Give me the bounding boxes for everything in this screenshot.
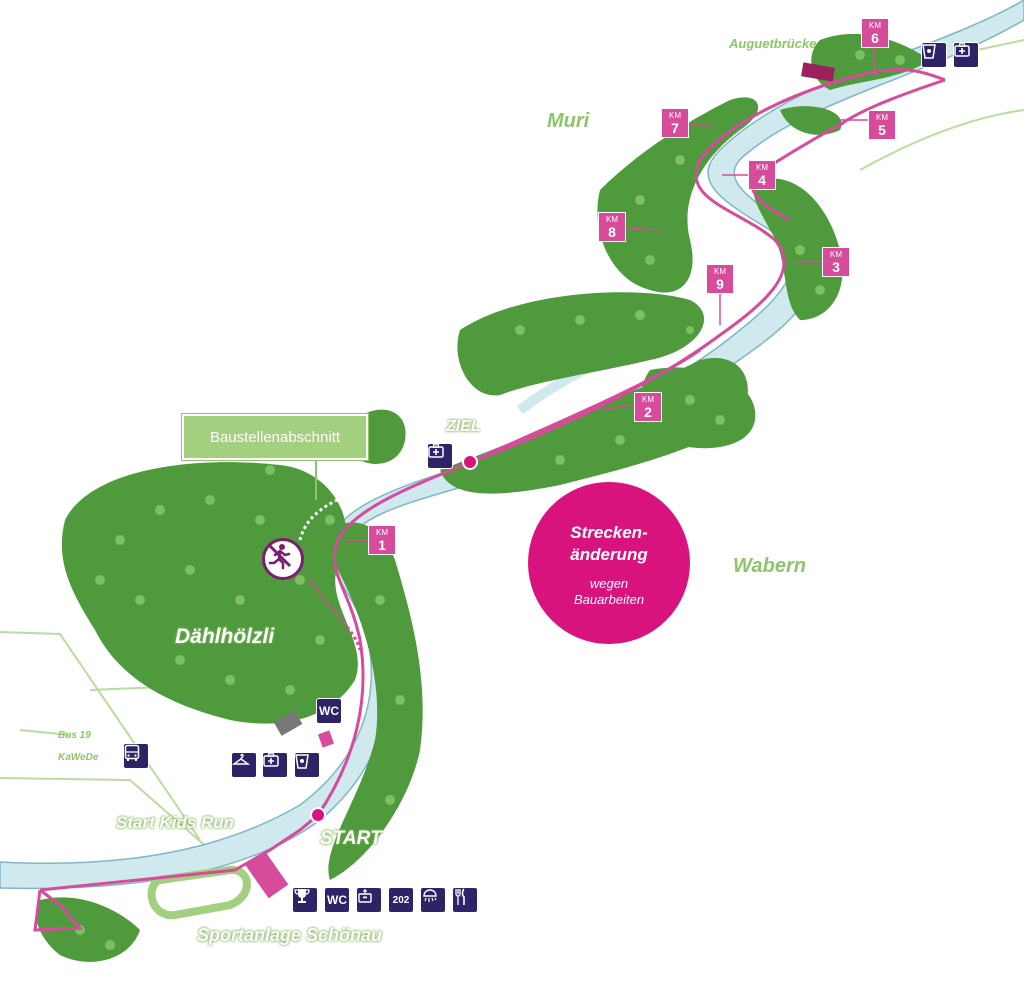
shower-icon[interactable] bbox=[420, 887, 446, 913]
construction-section bbox=[298, 468, 431, 541]
notice-line3: wegen bbox=[589, 576, 629, 591]
first-aid-icon[interactable] bbox=[953, 42, 979, 68]
km-marker-unit: KM bbox=[876, 113, 888, 122]
first-aid-glyph bbox=[428, 444, 444, 458]
drink-cup-icon[interactable] bbox=[921, 42, 947, 68]
label-start: START bbox=[320, 828, 382, 849]
km-connectors bbox=[345, 48, 876, 541]
luggage-icon[interactable] bbox=[356, 887, 382, 913]
hanger-glyph bbox=[232, 753, 250, 765]
km-marker-number: 5 bbox=[878, 122, 886, 138]
luggage-glyph bbox=[358, 889, 372, 903]
cloakroom-icon[interactable] bbox=[231, 752, 257, 778]
first-aid-glyph bbox=[263, 753, 279, 767]
fork-knife-glyph bbox=[455, 888, 465, 905]
construction-callout: Baustellenabschnitt bbox=[182, 414, 368, 460]
km-marker-number: 9 bbox=[716, 276, 724, 292]
construction-section-detour bbox=[308, 579, 362, 651]
tree-texture bbox=[75, 50, 905, 950]
km-marker-number: 1 bbox=[378, 537, 386, 553]
first-aid-glyph bbox=[954, 43, 970, 57]
trophy-icon[interactable] bbox=[292, 887, 318, 913]
room-202-icon[interactable]: 202 bbox=[388, 887, 414, 913]
label-muri: Muri bbox=[547, 110, 590, 132]
km-marker-unit: KM bbox=[714, 267, 726, 276]
buildings bbox=[245, 62, 835, 899]
km-marker-unit: KM bbox=[606, 215, 618, 224]
shower-glyph bbox=[423, 889, 437, 902]
wc-icon[interactable]: WC bbox=[324, 887, 350, 913]
km-marker-number: 2 bbox=[644, 404, 652, 420]
notice-line1: Strecken- bbox=[570, 523, 648, 542]
cup-glyph bbox=[295, 754, 309, 769]
race-route bbox=[33, 68, 946, 932]
notice-line4: Bauarbeiten bbox=[573, 592, 645, 607]
finish-point[interactable] bbox=[462, 454, 478, 470]
km-marker-unit: KM bbox=[756, 163, 768, 172]
label-sportanlage: Sportanlage Schönau bbox=[197, 925, 383, 945]
restaurant-icon[interactable] bbox=[452, 887, 478, 913]
km-marker-number: 6 bbox=[871, 30, 879, 46]
bus-glyph bbox=[124, 744, 140, 761]
km-marker-unit: KM bbox=[376, 528, 388, 537]
label-start-kids-run: Start Kids Run bbox=[116, 813, 235, 832]
sports-field bbox=[147, 866, 251, 920]
km-marker-unit: KM bbox=[869, 21, 881, 30]
km-marker-unit: KM bbox=[669, 111, 681, 120]
km-marker-number: 4 bbox=[758, 172, 766, 188]
cup-glyph bbox=[922, 44, 936, 59]
start-point[interactable] bbox=[310, 807, 326, 823]
label-bus-stop: KaWeDe bbox=[58, 752, 99, 763]
no-running-glyph bbox=[268, 544, 292, 570]
label-daehlhoelzli: Dählhölzli bbox=[175, 625, 275, 648]
label-wabern: Wabern bbox=[733, 555, 806, 577]
km-marker-unit: KM bbox=[830, 250, 842, 259]
km-marker-number: 3 bbox=[832, 259, 840, 275]
km-marker-number: 7 bbox=[671, 120, 679, 136]
drink-cup-icon[interactable] bbox=[294, 752, 320, 778]
wc-icon[interactable]: WC bbox=[316, 698, 342, 724]
label-bus: Bus 19 bbox=[58, 730, 91, 741]
km-marker-unit: KM bbox=[642, 395, 654, 404]
notice-line2: änderung bbox=[570, 545, 648, 564]
no-running-icon[interactable] bbox=[262, 538, 304, 580]
label-ziel: ZIEL bbox=[446, 418, 481, 435]
first-aid-icon[interactable] bbox=[427, 443, 453, 469]
bus-icon[interactable] bbox=[123, 743, 149, 769]
label-augustbruecke: Auguetbrücke bbox=[729, 36, 817, 51]
first-aid-icon[interactable] bbox=[262, 752, 288, 778]
trophy-glyph bbox=[294, 889, 310, 903]
km-marker-number: 8 bbox=[608, 224, 616, 240]
